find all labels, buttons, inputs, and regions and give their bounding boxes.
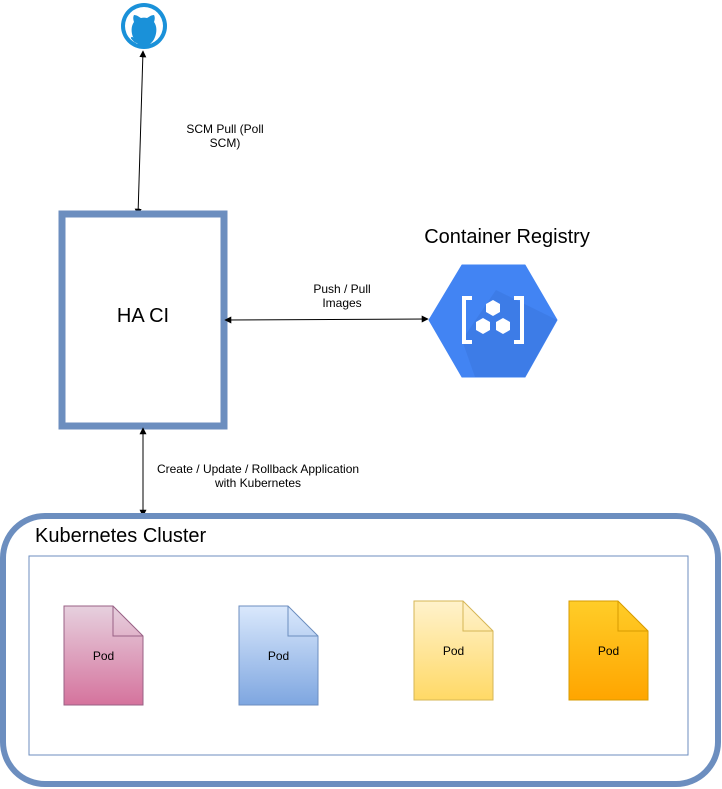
github-icon <box>121 3 167 49</box>
pod-4 <box>568 600 649 701</box>
pod-1 <box>63 605 144 706</box>
push-pull-line-1: Push / Pull <box>313 282 371 296</box>
pod-1-label: Pod <box>92 649 115 663</box>
haci-box <box>58 210 228 430</box>
pod-3-label: Pod <box>442 644 465 658</box>
scm-pull-label: SCM Pull (Poll SCM) <box>175 122 275 150</box>
push-pull-arrow <box>224 315 429 324</box>
deploy-line-2: with Kubernetes <box>214 476 302 490</box>
scm-pull-line-2: SCM) <box>209 136 241 150</box>
registry-title: Container Registry <box>424 226 590 248</box>
pod-4-label: Pod <box>597 644 620 658</box>
deploy-label: Create / Update / Rollback Application w… <box>148 462 368 490</box>
deploy-line-1: Create / Update / Rollback Application <box>156 462 360 476</box>
container-registry-icon <box>428 264 558 378</box>
push-pull-label: Push / Pull Images <box>292 282 392 310</box>
cluster-title: Kubernetes Cluster <box>35 525 207 547</box>
haci-label: HA CI <box>116 305 170 327</box>
pod-2 <box>238 605 319 706</box>
scm-pull-arrow <box>134 50 147 216</box>
push-pull-line-2: Images <box>322 296 362 310</box>
pod-3 <box>413 600 494 701</box>
scm-pull-line-1: SCM Pull (Poll <box>186 122 264 136</box>
pod-2-label: Pod <box>267 649 290 663</box>
